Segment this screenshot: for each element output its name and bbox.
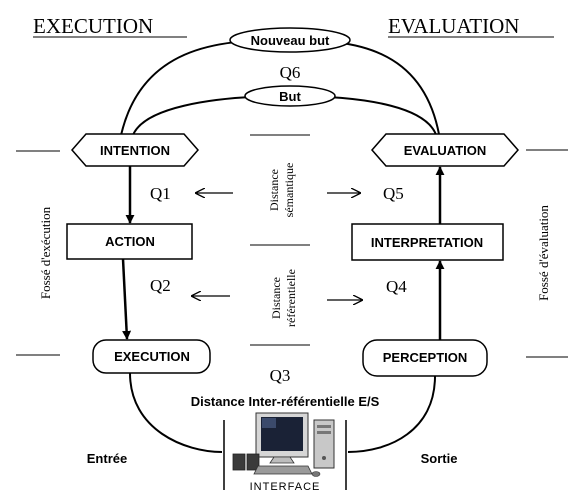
action-to-execution-arrow (121, 258, 132, 340)
semantic-distance-line1: Distance (267, 169, 281, 211)
execution-label: EXECUTION (114, 349, 190, 364)
evaluation-label: EVALUATION (404, 143, 487, 158)
q6-label: Q6 (280, 63, 301, 82)
interpretation-node (351, 223, 504, 261)
goal-node (244, 85, 336, 107)
interpretation-label: INTERPRETATION (371, 235, 483, 250)
computer-icon (232, 412, 335, 477)
inter-referential-distance-label: Distance Inter-référentielle E/S (191, 394, 380, 409)
new-goal-node (229, 27, 351, 53)
intention-label: INTENTION (100, 143, 170, 158)
execution-node (92, 339, 211, 374)
input-arc (129, 372, 223, 453)
output-label: Sortie (421, 451, 458, 466)
q1-label: Q1 (150, 184, 171, 203)
q3-label: Q3 (270, 366, 291, 385)
execution-gulf-label: Fossé d'exécution (38, 206, 53, 299)
semantic-distance-line2: sémantique (282, 163, 296, 218)
q2-label: Q2 (150, 276, 171, 295)
goal-label: But (279, 89, 301, 104)
evaluation-gulf-label: Fossé d'évaluation (536, 205, 551, 301)
q4-label: Q4 (386, 277, 407, 296)
perception-label: PERCEPTION (383, 350, 468, 365)
input-label: Entrée (87, 451, 127, 466)
action-label: ACTION (105, 234, 155, 249)
evaluation-node (371, 133, 519, 167)
referential-distance-line1: Distance (269, 277, 283, 319)
interface-label: INTERFACE (250, 481, 321, 493)
intention-node (71, 133, 199, 167)
execution-heading: EXECUTION (33, 14, 153, 38)
perception-node (362, 339, 488, 377)
q5-label: Q5 (383, 184, 404, 203)
new-goal-label: Nouveau but (251, 33, 330, 48)
output-arc (347, 375, 436, 453)
evaluation-heading: EVALUATION (388, 14, 519, 38)
referential-distance-line2: référentielle (284, 269, 298, 327)
action-node (66, 223, 193, 260)
